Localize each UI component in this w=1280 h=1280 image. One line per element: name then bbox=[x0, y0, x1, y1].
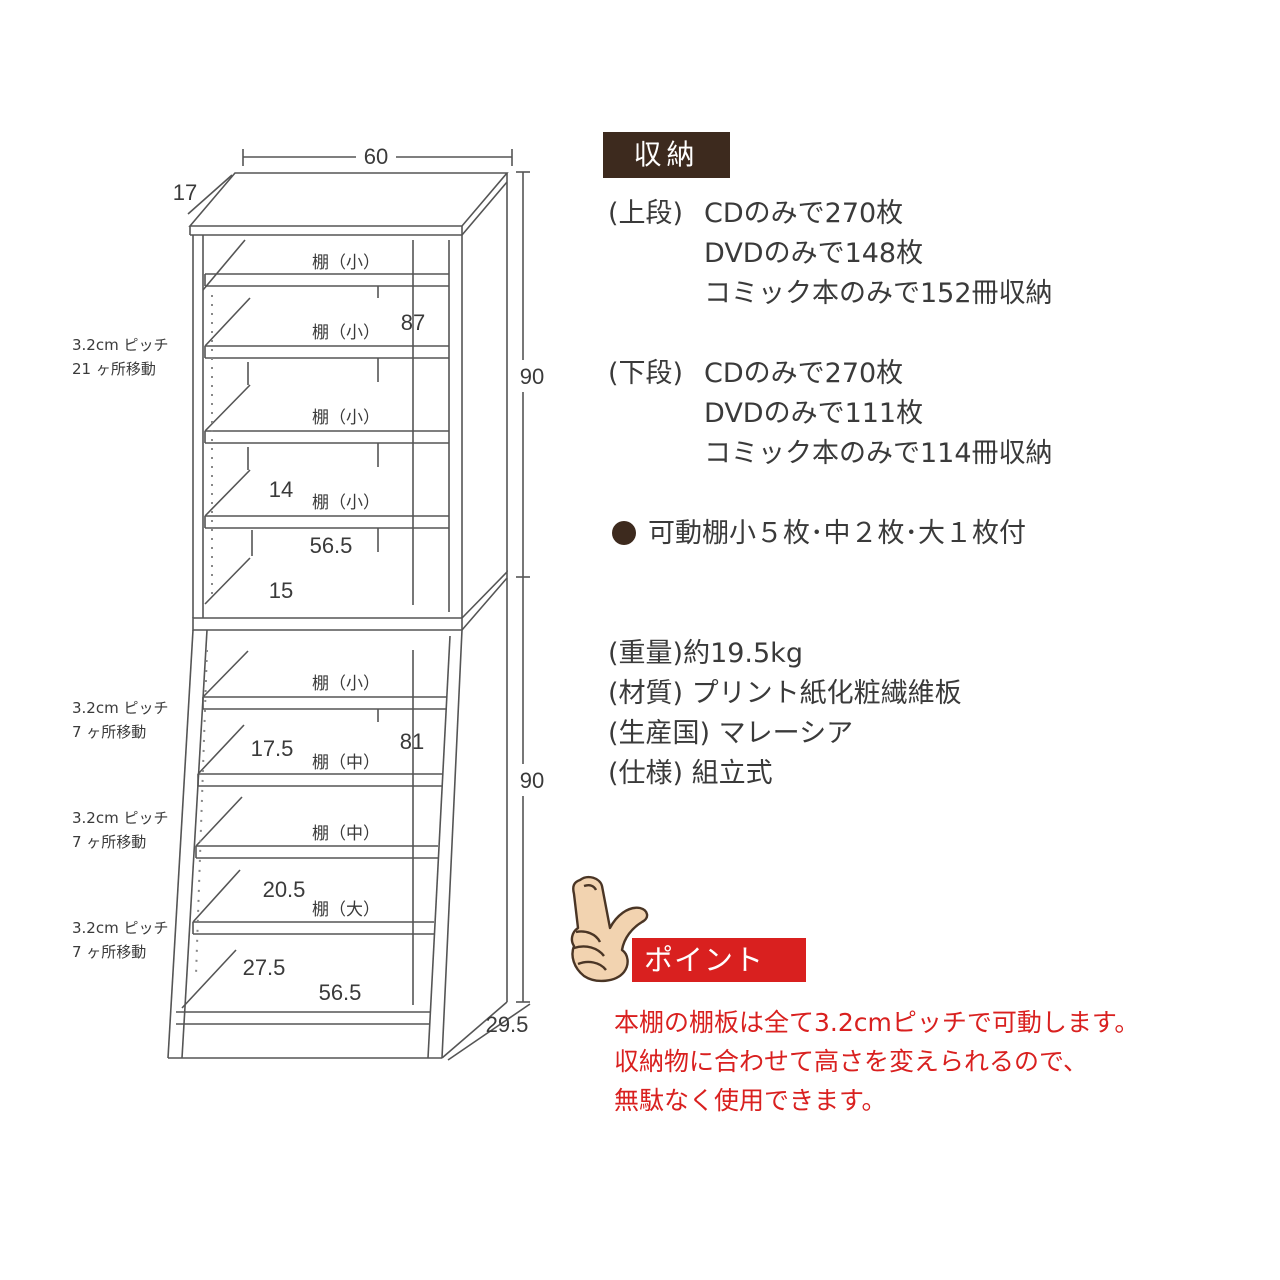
pitch-label-line2: 7 ヶ所移動 bbox=[72, 723, 146, 741]
lower-height-label: 90 bbox=[520, 768, 544, 793]
spec-material: (材質) プリント紙化粧繊維板 bbox=[608, 678, 962, 709]
upper-storage-line: DVDのみで148枚 bbox=[704, 238, 924, 269]
inner-dim-label: 15 bbox=[269, 578, 293, 603]
depth-bottom-dimension-line bbox=[447, 1003, 531, 1061]
bullet-dot-icon bbox=[612, 521, 636, 545]
hand-pointing-icon bbox=[570, 875, 649, 983]
shelf-label: 棚（小） bbox=[312, 323, 380, 343]
depth-top-dimension-line bbox=[187, 174, 233, 215]
pitch-label-line2: 21 ヶ所移動 bbox=[72, 360, 156, 378]
spec-weight: (重量)約19.5kg bbox=[608, 638, 803, 669]
lower-left-side bbox=[167, 629, 194, 1059]
shelf-label: 棚（大） bbox=[312, 900, 380, 920]
upper-storage-line: コミック本のみで152冊収納 bbox=[704, 278, 1053, 309]
lower-shelf bbox=[192, 869, 434, 935]
upper-height-label: 90 bbox=[520, 364, 544, 389]
lower-storage-line: CDのみで270枚 bbox=[704, 358, 904, 389]
pitch-label-line2: 7 ヶ所移動 bbox=[72, 833, 146, 851]
shelf-label: 棚（小） bbox=[312, 408, 380, 428]
lower-shelf bbox=[197, 724, 442, 787]
point-text-line: 収納物に合わせて高さを変えられるので、 bbox=[614, 1047, 1089, 1076]
depth-top-label: 17 bbox=[173, 180, 197, 205]
upper-storage-line: CDのみで270枚 bbox=[704, 198, 904, 229]
lower-storage-line: コミック本のみで114冊収納 bbox=[704, 438, 1053, 469]
pin-holes-lower bbox=[195, 649, 208, 976]
shelves-note: 可動棚小５枚･中２枚･大１枚付 bbox=[648, 518, 1026, 549]
upper-storage-title: (上段) bbox=[608, 198, 684, 229]
upper-shelf bbox=[204, 469, 449, 529]
lower-storage-title: (下段) bbox=[608, 358, 684, 389]
inner-dim-label: 56.5 bbox=[319, 980, 362, 1005]
bookcase-diagram: 60 17 90 90 29.5 87 81 3.2cm ピッチ 21 ヶ所移動… bbox=[72, 142, 548, 1061]
lower-shelf bbox=[195, 796, 438, 859]
point-text-line: 無駄なく使用できます。 bbox=[614, 1086, 887, 1115]
storage-heading: 収納 bbox=[603, 132, 730, 178]
lower-inner-height-label: 81 bbox=[400, 729, 424, 754]
point-text-line: 本棚の棚板は全て3.2cmピッチで可動します。 bbox=[614, 1008, 1140, 1037]
shelf-label: 棚（中） bbox=[312, 753, 380, 773]
lower-right-side bbox=[441, 629, 463, 1059]
shelf-label: 棚（小） bbox=[312, 253, 380, 273]
pitch-label-line2: 7 ヶ所移動 bbox=[72, 943, 146, 961]
shelf-label: 棚（小） bbox=[312, 493, 380, 513]
inner-dim-label: 14 bbox=[269, 477, 293, 502]
inner-dim-label: 17.5 bbox=[251, 736, 294, 761]
depth-bottom-label: 29.5 bbox=[486, 1012, 529, 1037]
middle-joint bbox=[192, 570, 508, 631]
spec-origin: (生産国) マレーシア bbox=[608, 718, 854, 749]
inner-dim-label: 56.5 bbox=[310, 533, 353, 558]
inner-dim-label: 20.5 bbox=[263, 877, 306, 902]
point-badge: ポイント bbox=[632, 938, 806, 982]
upper-shelf bbox=[204, 273, 449, 287]
spec-assembly: (仕様) 組立式 bbox=[608, 758, 773, 789]
pitch-label-line1: 3.2cm ピッチ bbox=[72, 336, 168, 354]
inner-dim-label: 27.5 bbox=[243, 955, 286, 980]
upper-shelf bbox=[204, 297, 449, 359]
lower-storage-line: DVDのみで111枚 bbox=[704, 398, 924, 429]
upper-shelf bbox=[204, 384, 449, 444]
shelf-label: 棚（中） bbox=[312, 824, 380, 844]
pitch-label-line1: 3.2cm ピッチ bbox=[72, 919, 168, 937]
top-panel bbox=[188, 172, 509, 227]
lower-shelf bbox=[202, 650, 447, 710]
width-label: 60 bbox=[364, 144, 388, 169]
pitch-label-line1: 3.2cm ピッチ bbox=[72, 699, 168, 717]
pitch-label-line1: 3.2cm ピッチ bbox=[72, 809, 168, 827]
upper-inner-height-label: 87 bbox=[401, 310, 425, 335]
shelf-label: 棚（小） bbox=[312, 674, 380, 694]
